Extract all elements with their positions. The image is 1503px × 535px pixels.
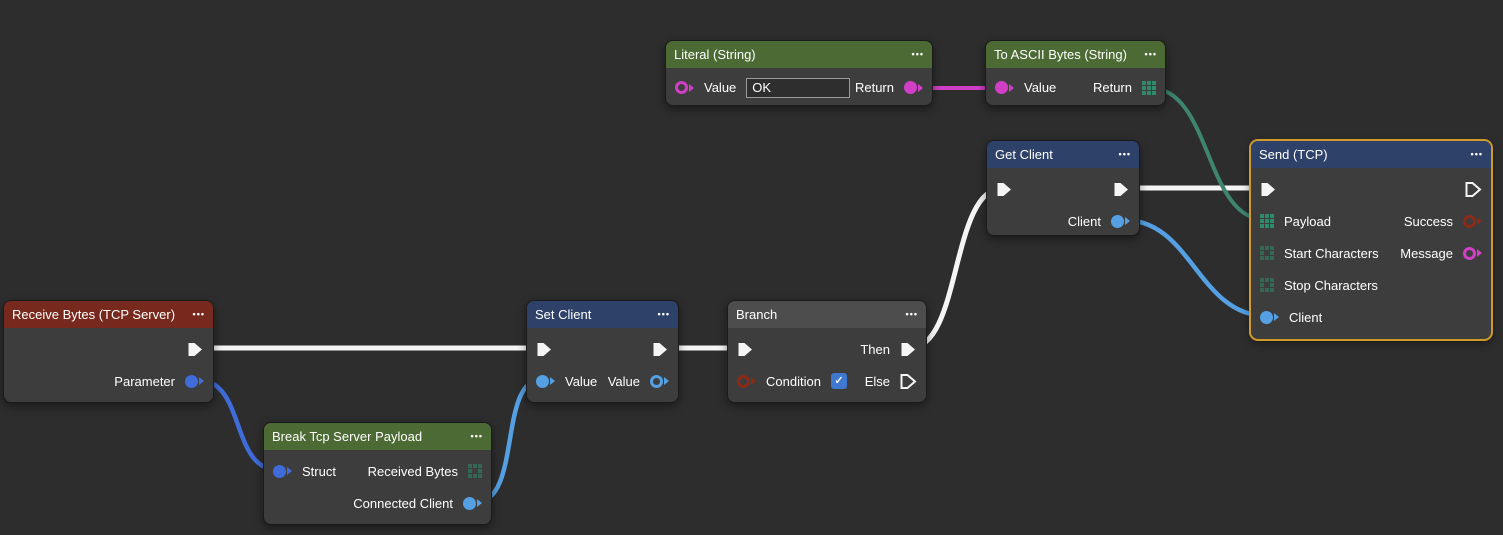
node-title: Get Client bbox=[995, 147, 1053, 162]
pin-stop-characters-input[interactable] bbox=[1260, 278, 1274, 292]
node-menu-button[interactable]: ••• bbox=[1144, 49, 1157, 59]
pin-payload-input[interactable] bbox=[1260, 214, 1274, 228]
node-title: Literal (String) bbox=[674, 47, 756, 62]
pin-exec-out[interactable] bbox=[1113, 181, 1130, 198]
node-header: Branch ••• bbox=[728, 301, 926, 328]
pin-label-value: Value bbox=[704, 80, 737, 95]
node-to-ascii-bytes[interactable]: To ASCII Bytes (String) ••• Value Return bbox=[985, 40, 1166, 106]
pin-then-output[interactable] bbox=[900, 341, 917, 358]
pin-label-start-characters: Start Characters bbox=[1284, 245, 1379, 261]
pin-value-input[interactable] bbox=[536, 374, 555, 388]
node-header: Literal (String) ••• bbox=[666, 41, 932, 68]
pin-label-return: Return bbox=[1092, 80, 1132, 95]
pin-exec-in[interactable] bbox=[536, 341, 553, 358]
pin-label-struct: Struct bbox=[302, 463, 336, 479]
node-title: Branch bbox=[736, 307, 778, 322]
node-branch[interactable]: Branch ••• Then Condition ✓ bbox=[727, 300, 927, 403]
pin-label-stop-characters: Stop Characters bbox=[1284, 277, 1378, 293]
condition-checkbox[interactable]: ✓ bbox=[830, 373, 847, 389]
node-header: To ASCII Bytes (String) ••• bbox=[986, 41, 1165, 68]
pin-exec-in[interactable] bbox=[1260, 181, 1277, 198]
pin-start-characters-input[interactable] bbox=[1260, 246, 1274, 260]
wire-object-get-client-client-to-send-client[interactable] bbox=[1121, 217, 1270, 319]
pin-exec-in[interactable] bbox=[737, 341, 754, 358]
pin-label-return: Return bbox=[854, 80, 894, 95]
node-title: Receive Bytes (TCP Server) bbox=[12, 307, 176, 322]
pin-exec-out[interactable] bbox=[1465, 181, 1482, 198]
pin-parameter-output[interactable] bbox=[185, 374, 204, 388]
node-menu-button[interactable]: ••• bbox=[1118, 149, 1131, 159]
node-header: Break Tcp Server Payload ••• bbox=[264, 423, 491, 450]
node-get-client[interactable]: Get Client ••• Client bbox=[986, 140, 1140, 236]
node-receive-bytes-tcp-server[interactable]: Receive Bytes (TCP Server) ••• Parameter bbox=[3, 300, 214, 403]
pin-label-then: Then bbox=[860, 341, 890, 357]
node-menu-button[interactable]: ••• bbox=[192, 309, 205, 319]
node-menu-button[interactable]: ••• bbox=[657, 309, 670, 319]
pin-value-input[interactable] bbox=[675, 81, 694, 94]
literal-value-input[interactable] bbox=[746, 77, 851, 98]
pin-exec-in[interactable] bbox=[996, 181, 1013, 198]
pin-label-parameter: Parameter bbox=[114, 373, 175, 389]
node-menu-button[interactable]: ••• bbox=[470, 431, 483, 441]
pin-exec-out[interactable] bbox=[187, 341, 204, 358]
pin-message-output[interactable] bbox=[1463, 246, 1482, 260]
pin-client-output[interactable] bbox=[1111, 214, 1130, 228]
pin-return-bytes-output[interactable] bbox=[1142, 80, 1156, 95]
pin-label-message: Message bbox=[1400, 245, 1453, 261]
node-menu-button[interactable]: ••• bbox=[911, 49, 924, 59]
node-send-tcp[interactable]: Send (TCP) ••• Payload Success bbox=[1250, 140, 1492, 340]
node-title: Send (TCP) bbox=[1259, 147, 1328, 162]
node-set-client[interactable]: Set Client ••• Value Value bbox=[526, 300, 679, 403]
pin-value-output[interactable] bbox=[650, 374, 669, 388]
node-menu-button[interactable]: ••• bbox=[905, 309, 918, 319]
wire-bytes-ascii-return-to-send-payload[interactable] bbox=[1148, 86, 1268, 222]
node-literal-string[interactable]: Literal (String) ••• Value Return bbox=[665, 40, 933, 106]
pin-value-input[interactable] bbox=[995, 81, 1014, 94]
pin-label-success: Success bbox=[1403, 213, 1453, 229]
pin-received-bytes-output[interactable] bbox=[468, 464, 482, 478]
pin-return-output[interactable] bbox=[904, 81, 923, 94]
pin-label-value-out: Value bbox=[607, 373, 640, 389]
pin-condition-input[interactable] bbox=[737, 374, 756, 388]
pin-else-output[interactable] bbox=[900, 373, 917, 390]
pin-client-input[interactable] bbox=[1260, 310, 1279, 324]
node-break-tcp-server-payload[interactable]: Break Tcp Server Payload ••• Struct Rece… bbox=[263, 422, 492, 525]
pin-label-value: Value bbox=[1024, 80, 1057, 95]
node-title: To ASCII Bytes (String) bbox=[994, 47, 1127, 62]
pin-label-client: Client bbox=[1289, 309, 1323, 325]
node-header: Send (TCP) ••• bbox=[1251, 141, 1491, 168]
pin-label-condition: Condition bbox=[766, 373, 821, 389]
pin-connected-client-output[interactable] bbox=[463, 496, 482, 510]
pin-exec-out[interactable] bbox=[652, 341, 669, 358]
pin-label-client: Client bbox=[1067, 213, 1101, 229]
pin-struct-input[interactable] bbox=[273, 464, 292, 478]
node-header: Receive Bytes (TCP Server) ••• bbox=[4, 301, 213, 328]
pin-success-output[interactable] bbox=[1463, 214, 1482, 228]
node-title: Break Tcp Server Payload bbox=[272, 429, 423, 444]
node-header: Set Client ••• bbox=[527, 301, 678, 328]
pin-label-payload: Payload bbox=[1284, 213, 1331, 229]
pin-label-value-in: Value bbox=[565, 373, 598, 389]
node-menu-button[interactable]: ••• bbox=[1470, 149, 1483, 159]
pin-label-connected-client: Connected Client bbox=[353, 495, 453, 511]
pin-label-received-bytes: Received Bytes bbox=[367, 463, 458, 479]
checkmark-icon: ✓ bbox=[834, 374, 844, 387]
pin-label-else: Else bbox=[864, 373, 890, 389]
node-title: Set Client bbox=[535, 307, 592, 322]
node-header: Get Client ••• bbox=[987, 141, 1139, 168]
